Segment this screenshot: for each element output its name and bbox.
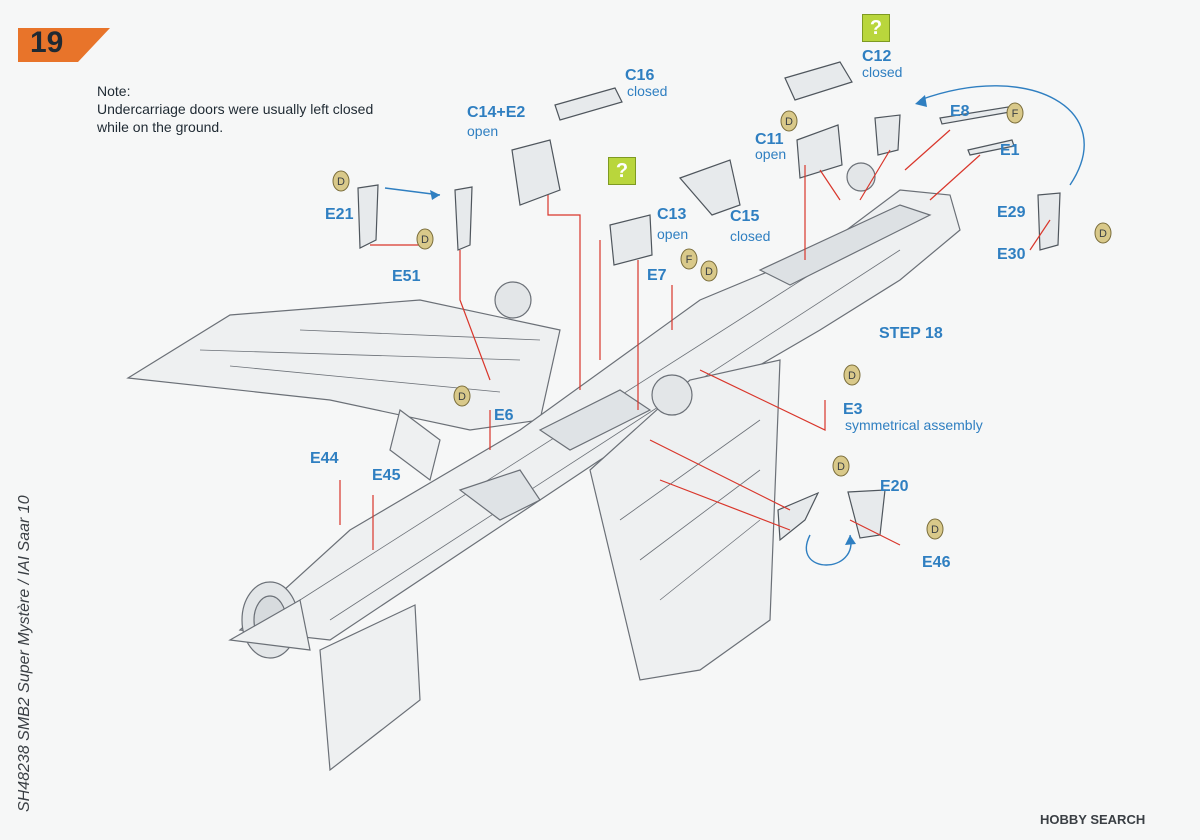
svg-text:D: D <box>337 176 345 188</box>
state-c11: open <box>755 146 787 162</box>
label-e7: E7 <box>647 267 667 284</box>
state-c13: open <box>657 226 689 242</box>
part-c14-door <box>511 139 561 206</box>
svg-text:D: D <box>848 370 856 382</box>
label-e51: E51 <box>392 268 421 285</box>
sprue-tag-icon: D <box>1094 222 1112 244</box>
note-line-2: Undercarriage doors were usually left cl… <box>97 101 374 117</box>
label-e30: E30 <box>997 246 1026 263</box>
sprue-tag-icon: D <box>416 228 434 250</box>
step-number: 19 <box>30 26 64 59</box>
sprue-tag-icon: D <box>832 455 850 477</box>
label-e6: E6 <box>494 407 514 424</box>
label-e44: E44 <box>310 450 339 467</box>
question-icon: ? <box>862 14 890 42</box>
sprue-tag-icon: D <box>926 518 944 540</box>
note-line-3: while on the ground. <box>97 119 224 135</box>
label-c15: C15 <box>730 208 760 225</box>
note-block: Note: Undercarriage doors were usually l… <box>97 82 373 136</box>
state-c15: closed <box>730 228 771 244</box>
state-c12: closed <box>862 64 903 80</box>
watermark: HOBBY SEARCH <box>1040 812 1146 827</box>
sprue-tag-icon: D <box>780 110 798 132</box>
state-e3: symmetrical assembly <box>845 417 983 433</box>
note-line-1: Note: <box>97 83 131 99</box>
label-c14-e2: C14+E2 <box>467 104 526 121</box>
label-e29: E29 <box>997 204 1026 221</box>
svg-text:D: D <box>1099 228 1107 240</box>
svg-text:F: F <box>686 254 693 266</box>
label-e21: E21 <box>325 206 354 223</box>
sprue-tag-icon: D <box>843 364 861 386</box>
state-c16: closed <box>627 83 668 99</box>
svg-text:D: D <box>837 461 845 473</box>
part-e21-door <box>357 184 379 249</box>
svg-text:D: D <box>421 234 429 246</box>
label-e45: E45 <box>372 467 401 484</box>
part-c15-door <box>678 159 741 216</box>
label-e1: E1 <box>1000 142 1020 159</box>
sprue-tag-icon: F <box>680 248 698 270</box>
question-icon: ? <box>608 157 636 185</box>
part-e20-door-loose <box>777 491 820 542</box>
part-e21-door-open <box>454 186 473 251</box>
label-c12: C12 <box>862 48 892 65</box>
part-c13-door <box>609 214 653 266</box>
svg-text:D: D <box>705 266 713 278</box>
part-c16-door <box>554 87 623 121</box>
label-c16: C16 <box>625 67 655 84</box>
part-e1-rod <box>967 139 1015 156</box>
part-c12-door <box>784 61 853 101</box>
sprue-tag-icon: D <box>332 170 350 192</box>
part-e29-bay <box>874 114 901 156</box>
svg-text:F: F <box>1012 108 1019 120</box>
svg-text:D: D <box>785 116 793 128</box>
step-badge <box>18 28 110 62</box>
label-e20: E20 <box>880 478 909 495</box>
part-e20-door <box>847 489 886 539</box>
label-e3: E3 <box>843 401 863 418</box>
sprue-tag-icon: F <box>1006 102 1024 124</box>
part-c11-door <box>796 124 843 179</box>
svg-text:D: D <box>931 524 939 536</box>
label-e8: E8 <box>950 103 970 120</box>
svg-text:D: D <box>458 391 466 403</box>
step-18-reference: STEP 18 <box>879 325 943 342</box>
sprue-tag-icon: D <box>700 260 718 282</box>
label-e46: E46 <box>922 554 951 571</box>
kit-title: SH48238 SMB2 Super Mystère / IAI Saar 10 <box>16 495 33 812</box>
sprue-tag-icon: D <box>453 385 471 407</box>
label-c11: C11 <box>755 131 784 148</box>
state-c14-e2: open <box>467 123 499 139</box>
label-c13: C13 <box>657 206 687 223</box>
